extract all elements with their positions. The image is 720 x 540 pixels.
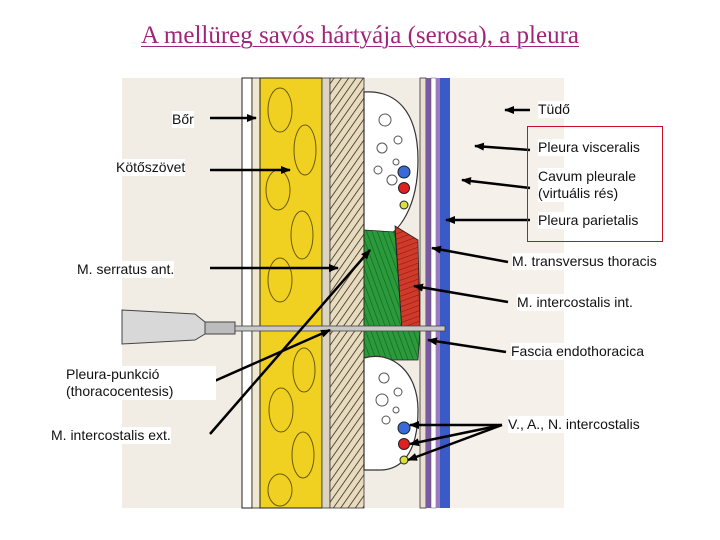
serratus-region <box>363 329 421 361</box>
pointer-artery <box>409 423 503 447</box>
pointer-transversus <box>431 245 509 264</box>
label-serratus: M. serratus ant. <box>77 261 175 278</box>
label-kotoszovet: Kötőszövet <box>116 159 186 176</box>
fascia-layer <box>321 77 331 509</box>
pointer-fascia <box>427 337 507 354</box>
pleural-cavity-band <box>430 77 437 509</box>
lung-band <box>440 78 450 508</box>
label-intercostalis-int: M. intercostalis int. <box>517 294 633 311</box>
lower-artery <box>398 438 410 450</box>
label-punkcio: Pleura-punkció (thoracocentesis) <box>66 366 216 400</box>
upper-nerve <box>399 200 409 210</box>
label-tudo: Tüdő <box>538 101 570 118</box>
pointer-intercostalis-ext <box>209 249 371 435</box>
skin-layer <box>241 77 253 509</box>
connective-tissue-layer <box>329 77 365 509</box>
lower-vein <box>397 421 411 435</box>
pointer-nerve <box>407 423 503 462</box>
upper-rib-marrow <box>373 113 403 186</box>
pointer-intercostalis-int <box>413 283 509 304</box>
pleura-visceralis-band <box>436 78 440 508</box>
label-vessels: V., A., N. intercostalis <box>508 416 640 433</box>
label-transversus: M. transversus thoracis <box>512 253 657 270</box>
fat-lobules <box>265 87 317 507</box>
pleura-parietalis-band <box>426 78 431 508</box>
label-intercostalis-ext: M. intercostalis ext. <box>51 427 171 444</box>
label-pleura-parietalis: Pleura parietalis <box>538 212 639 229</box>
pointer-cavum <box>461 177 531 190</box>
lower-nerve <box>399 455 409 465</box>
subcutis-layer <box>251 77 261 509</box>
page-title: A mellüreg savós hártyája (serosa), a pl… <box>140 22 580 49</box>
label-cavum-pleurale: Cavum pleurale (virtuális rés) <box>538 168 658 202</box>
lower-rib-marrow <box>375 372 403 425</box>
pleura-highlight-box <box>527 126 663 242</box>
label-pleura-visceralis: Pleura visceralis <box>538 139 640 156</box>
upper-vein <box>397 165 411 179</box>
label-bor: Bőr <box>172 111 194 128</box>
endothoracic-fascia-band <box>419 77 427 509</box>
pointer-punkcio <box>209 328 331 385</box>
label-fascia: Fascia endothoracica <box>511 343 645 360</box>
pointer-pleura-visceralis <box>474 142 531 152</box>
upper-artery <box>398 182 410 194</box>
puncture-needle <box>121 309 446 345</box>
